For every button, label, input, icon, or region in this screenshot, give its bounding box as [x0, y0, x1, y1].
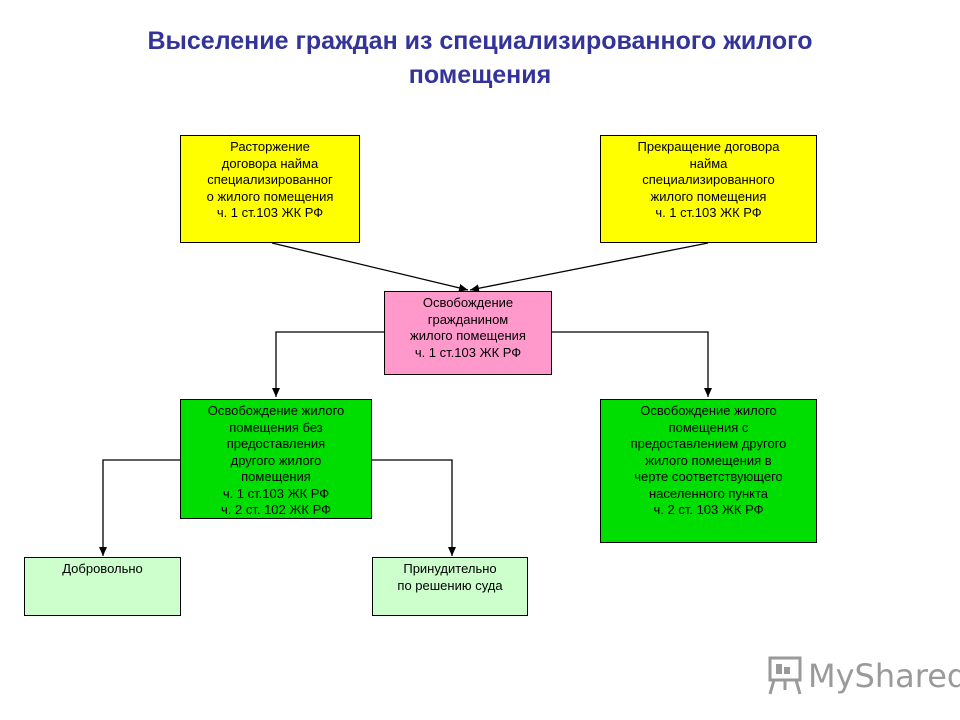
presentation-board-icon — [768, 656, 802, 695]
arrow-end-to-vacate — [469, 242, 709, 293]
node-without-other-dwelling: Освобождение жилого помещения без предос… — [180, 399, 372, 519]
node-end-contract: Прекращение договора найма специализиров… — [600, 135, 817, 243]
page-title: Выселение граждан из специализированного… — [147, 27, 813, 89]
arrow-vacate-to-with — [552, 331, 712, 397]
node-vacate: Освобождение гражданином жилого помещени… — [384, 291, 552, 375]
arrow-without-to-forced — [372, 459, 456, 556]
node-with-other-dwelling: Освобождение жилого помещения с предоста… — [600, 399, 817, 543]
node-voluntary: Добровольно — [24, 557, 181, 616]
node-forced: Принудительно по решению суда — [372, 557, 528, 616]
node-termination-contract: Расторжение договора найма специализиров… — [180, 135, 360, 243]
arrow-vacate-to-without — [272, 331, 384, 397]
arrow-termination-to-vacate — [271, 242, 469, 292]
arrow-without-to-voluntary — [99, 459, 180, 556]
watermark-text: MySharedPr — [808, 657, 960, 695]
watermark-logo: MySharedPr — [768, 652, 960, 700]
